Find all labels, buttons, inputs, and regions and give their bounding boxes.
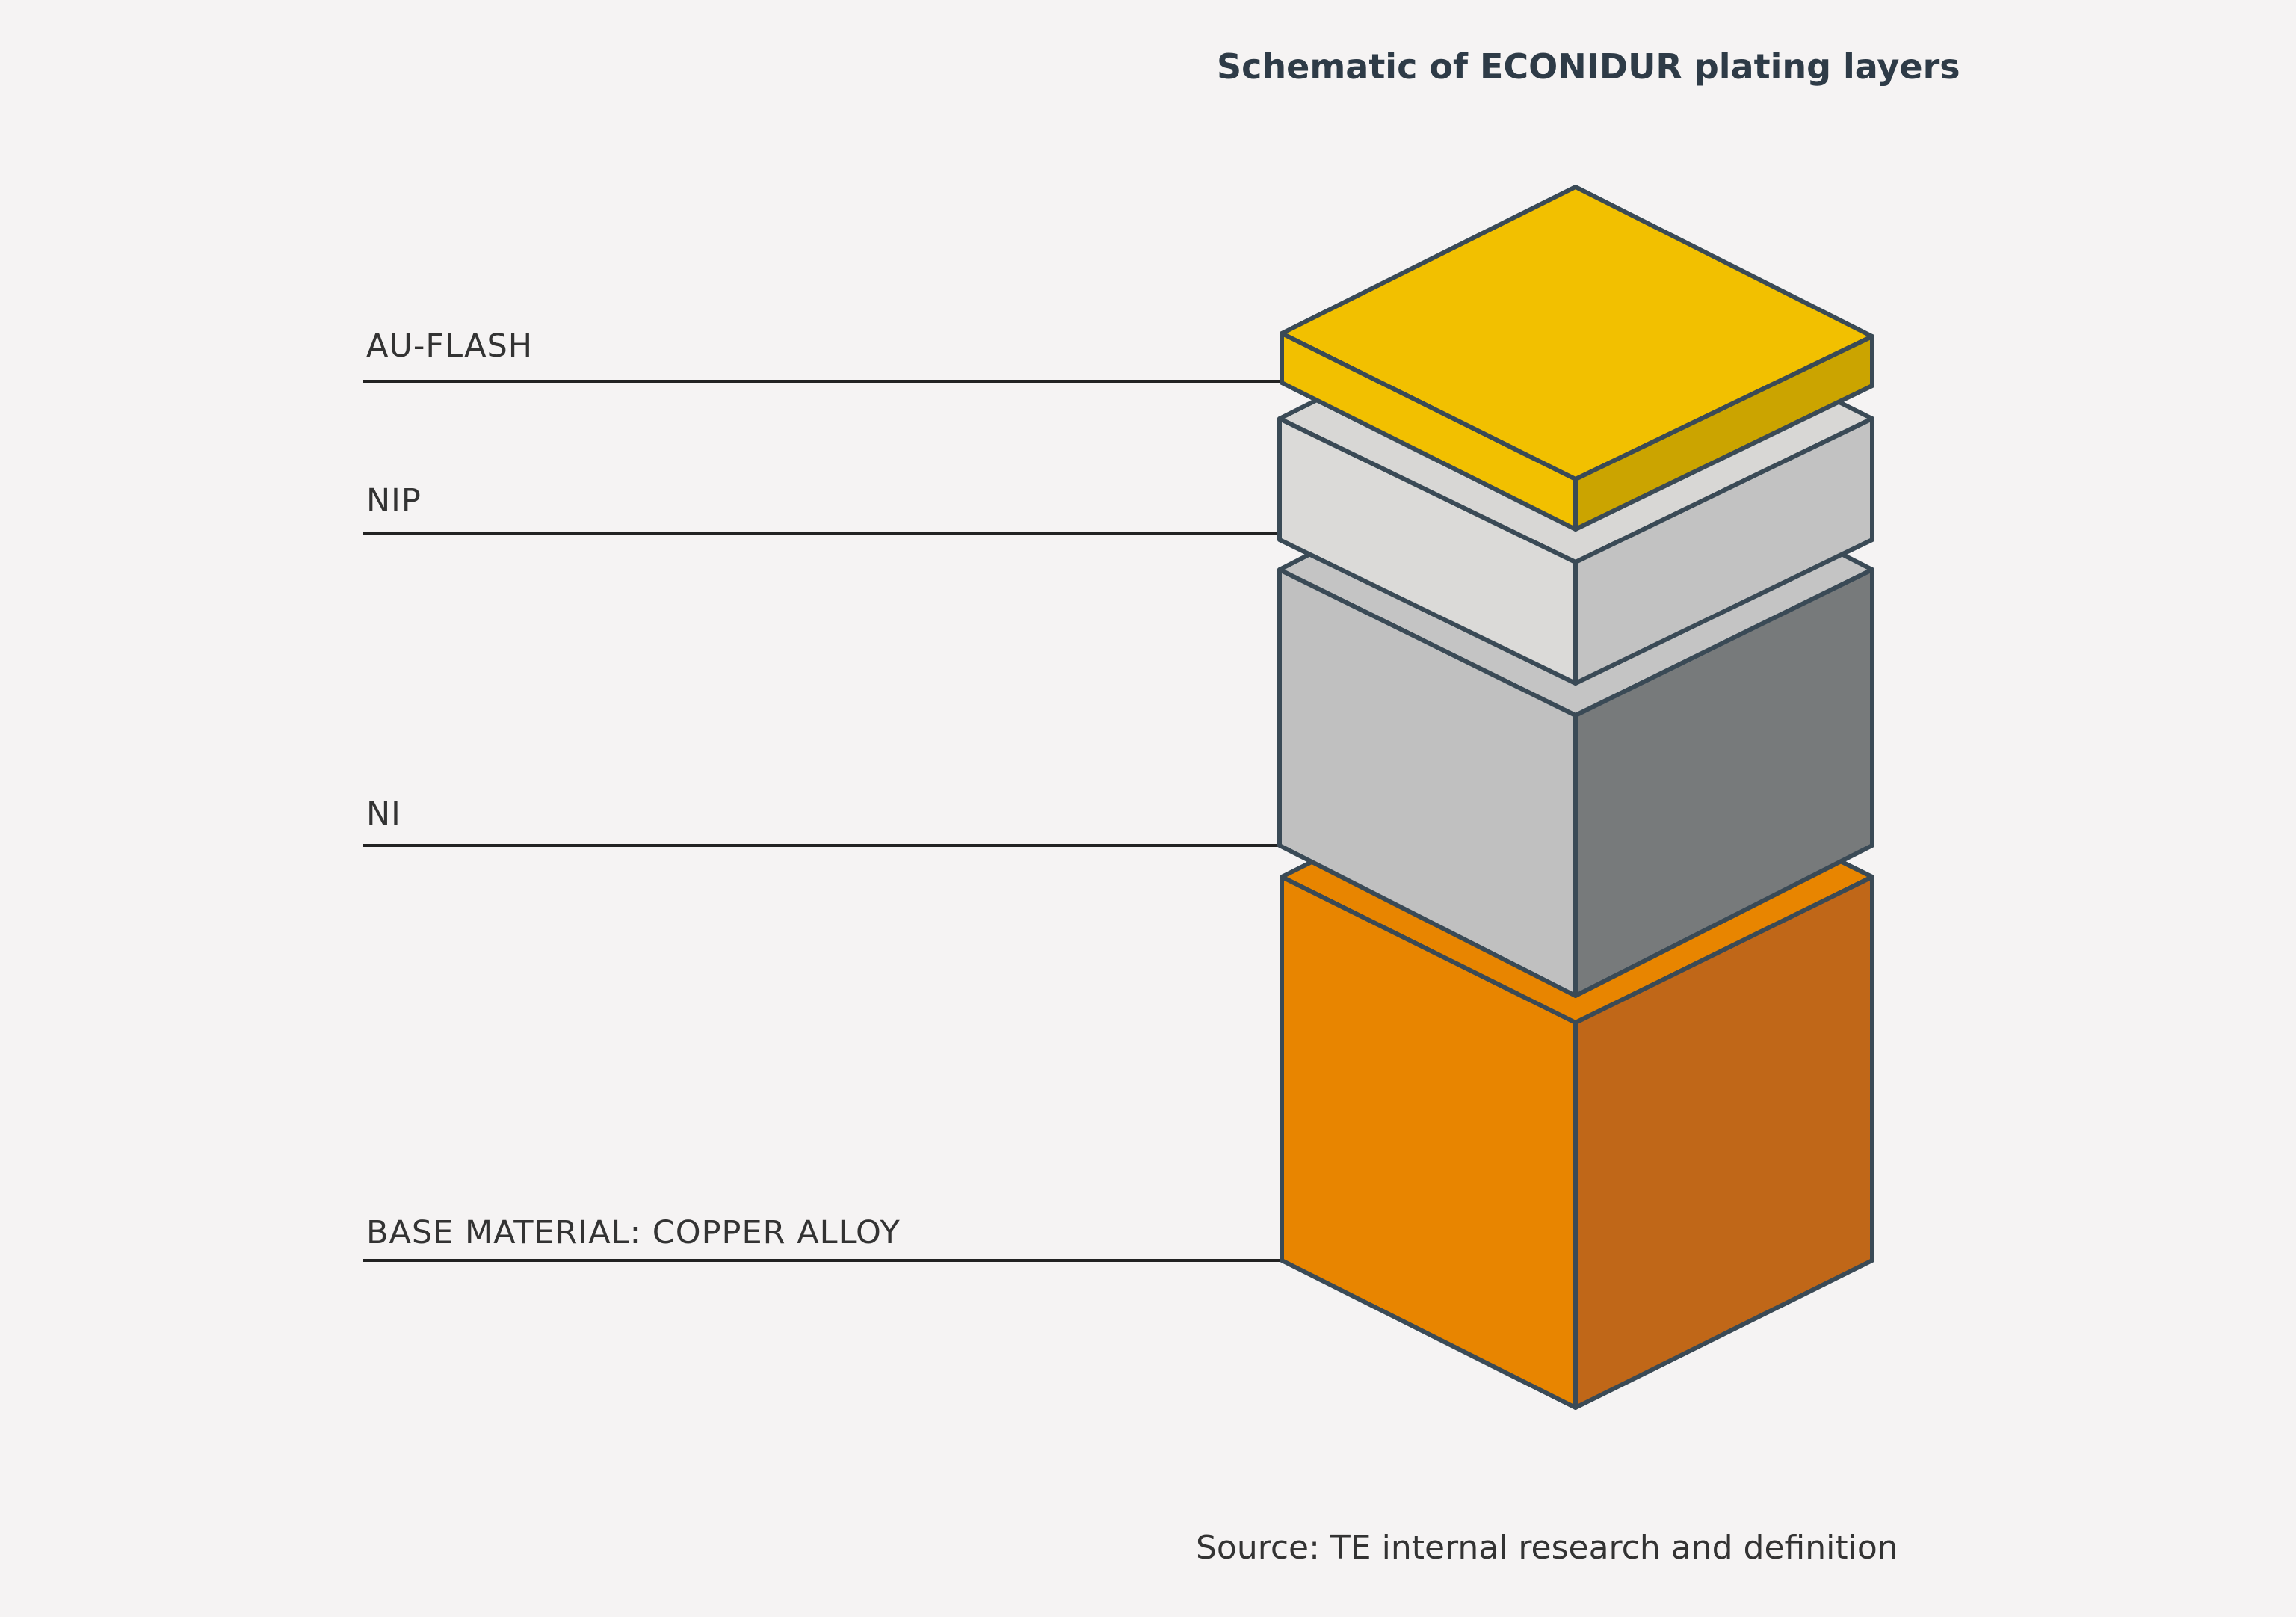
nip-side-face (1573, 416, 1874, 686)
source-note: Source: TE internal research and definit… (1196, 1529, 1898, 1567)
layer-au-flash (1280, 185, 1874, 532)
label-base-material: BASE MATERIAL: COPPER ALLOY (366, 1214, 901, 1251)
diagram-title: Schematic of ECONIDUR plating layers (1217, 46, 1960, 87)
label-nip: NIP (366, 482, 422, 520)
label-ni: NI (366, 795, 401, 833)
layer-base-material (1280, 728, 1874, 1410)
base-material-side-face (1573, 875, 1874, 1410)
au-flash-side-face (1573, 334, 1874, 532)
ni-side-face (1573, 567, 1874, 998)
label-au-flash: AU-FLASH (366, 327, 534, 365)
